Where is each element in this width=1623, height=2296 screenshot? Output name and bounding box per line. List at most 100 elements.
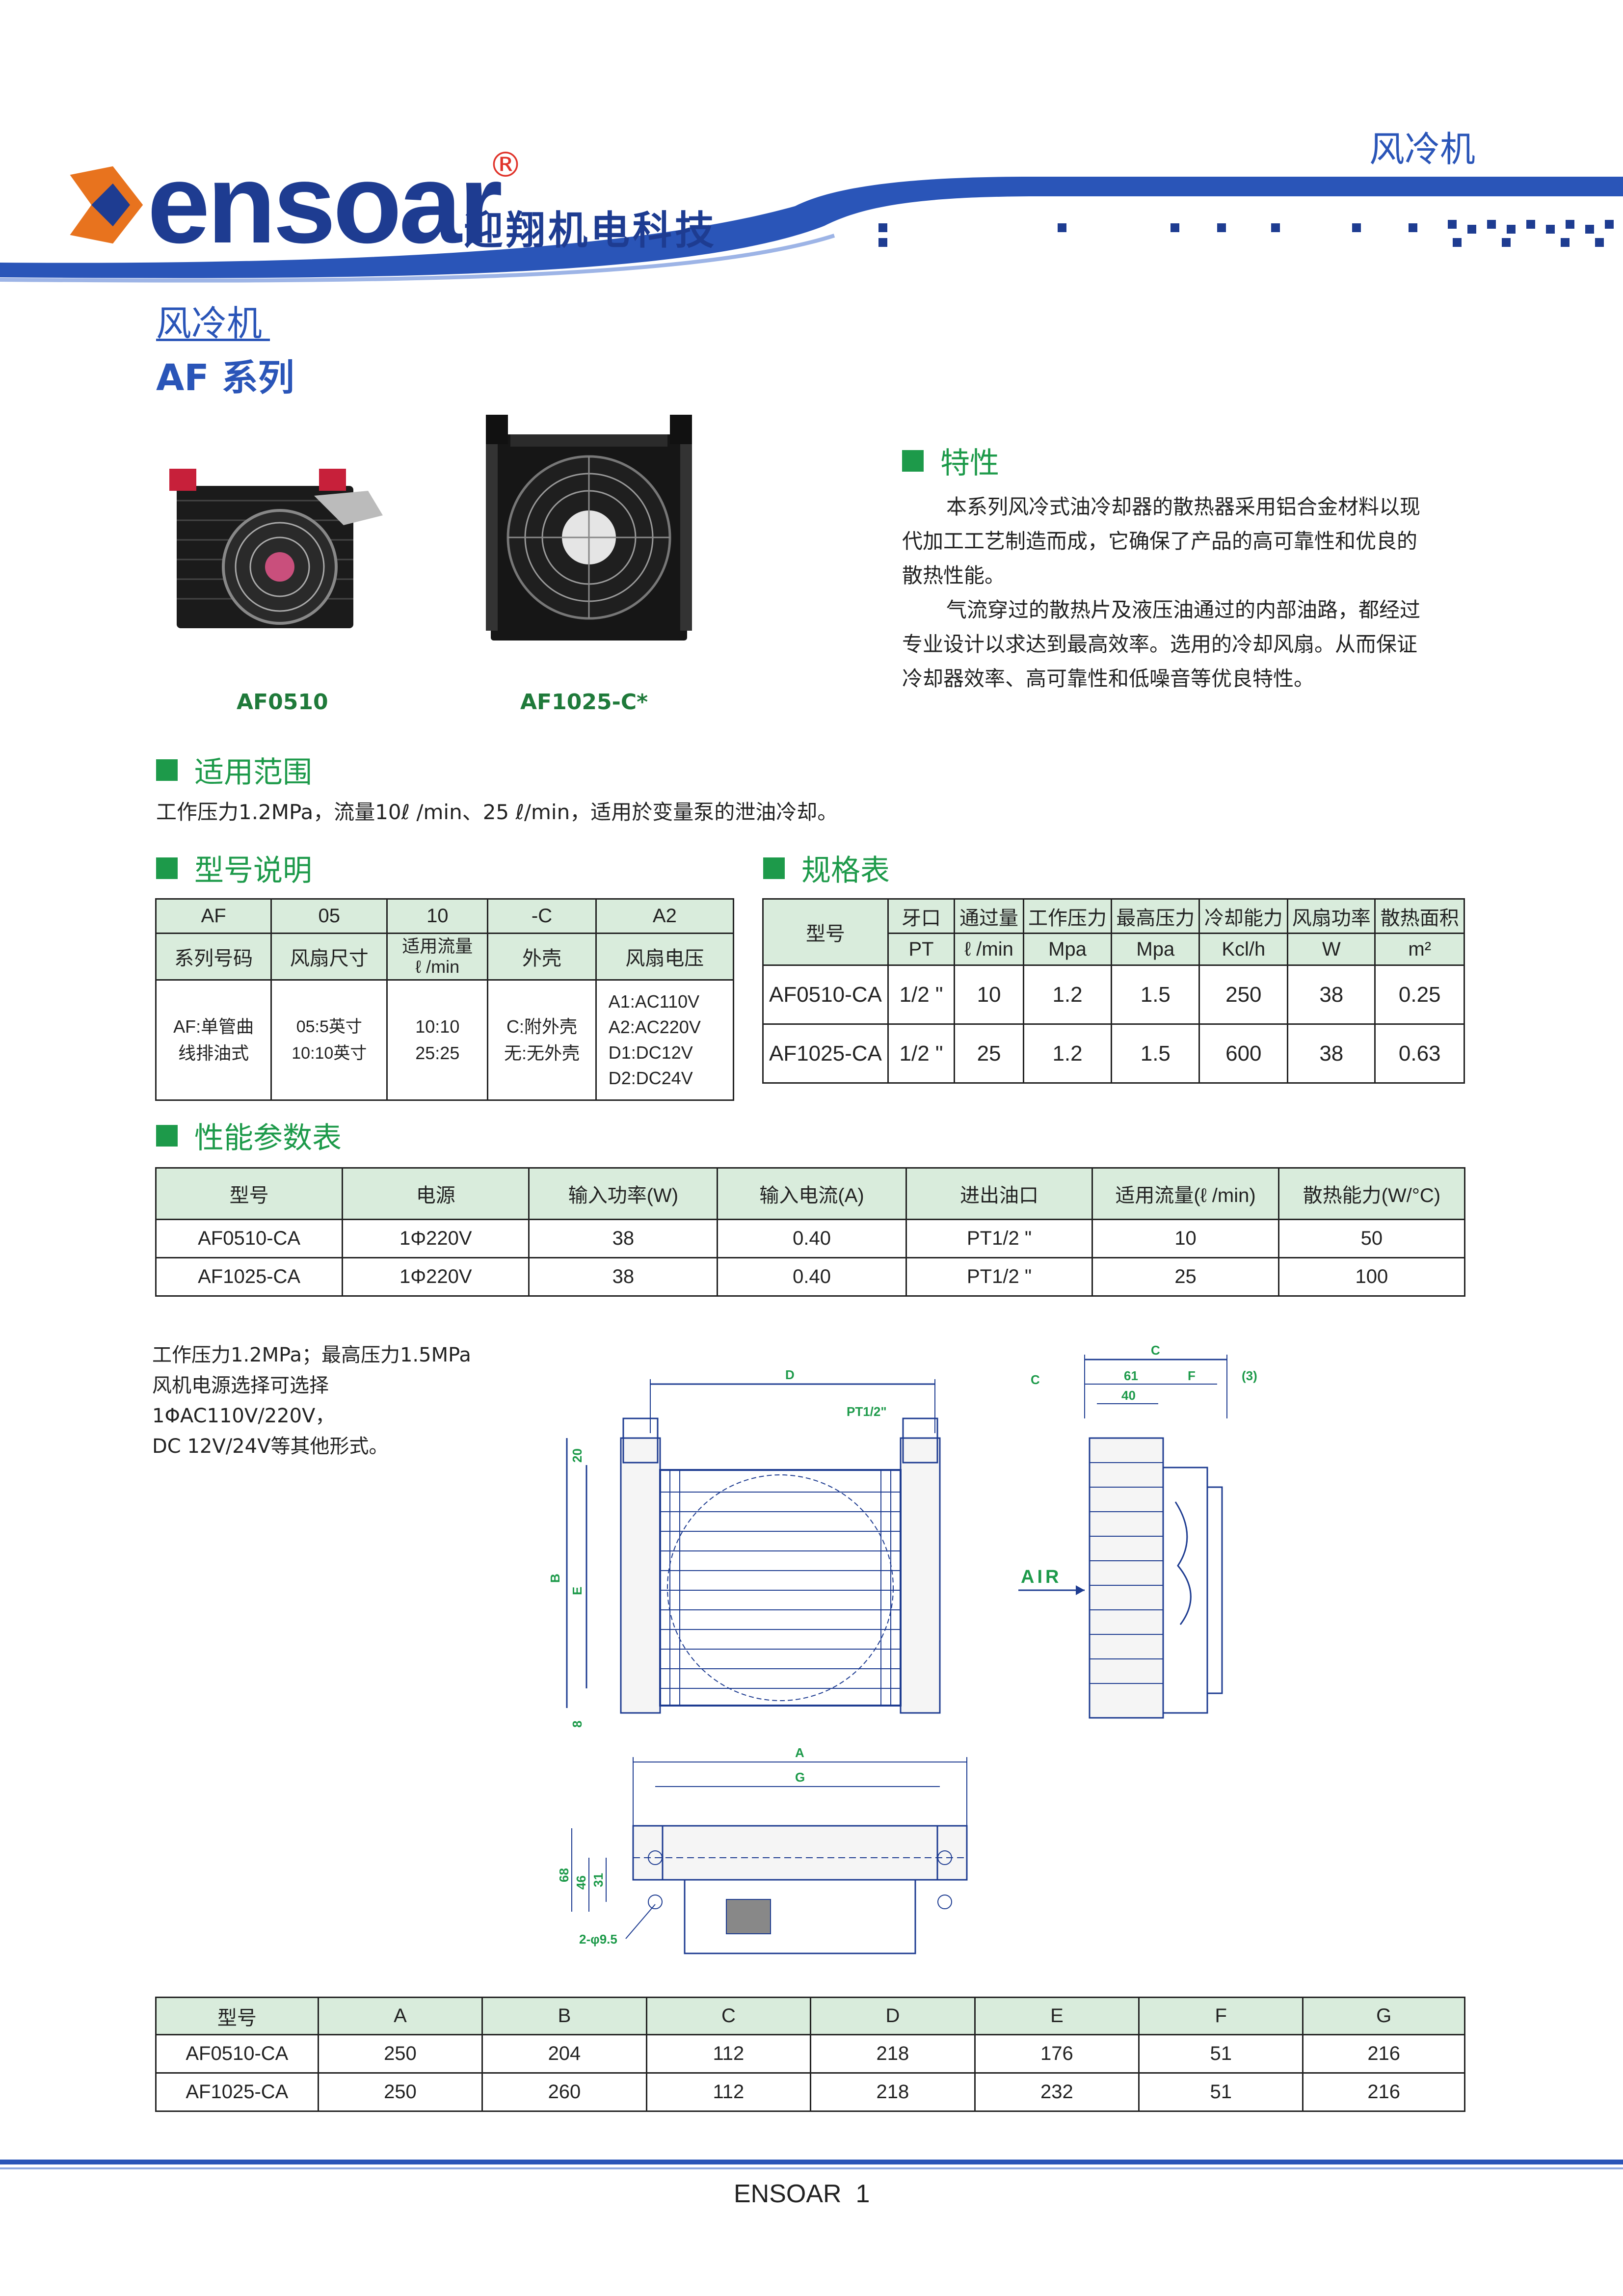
table-cell: 1.5 [1111,1023,1200,1084]
table-cell: 0.63 [1374,1023,1465,1084]
table-cell: AF1025-CA [155,1257,344,1297]
table-cell: 1/2 " [887,1023,956,1084]
table-cell: 型号 [155,1997,319,2035]
table-row: AF1025-CA 1Φ220V 38 0.40 PT1/2 " 25 100 [155,1257,1466,1297]
table-cell: AF0510-CA [155,2034,319,2074]
table-cell: 100 [1277,1257,1466,1297]
table-cell: A1:AC110V A2:AC220V D1:DC12V D2:DC24V [595,979,735,1101]
dim-label-8: 8 [570,1721,585,1728]
table-cell: D [810,1997,976,2035]
table-cell: 600 [1198,1023,1289,1084]
table-cell: 250 [317,2072,483,2112]
table-cell: 38 [1287,1023,1376,1084]
dim-label-b: B [548,1574,562,1583]
table-cell: 51 [1138,2072,1304,2112]
bullet-square-icon [156,857,178,879]
table-cell: 1.5 [1111,964,1200,1025]
logo-icon [70,166,143,244]
dim-label-a: A [795,1745,804,1760]
table-cell: B [481,1997,647,2035]
dim-label-pt: PT1/2" [847,1404,887,1419]
table-cell: 散热能力(W/°C) [1277,1167,1466,1220]
table-cell: 通过量 [954,898,1024,934]
table-cell: 0.25 [1374,964,1465,1025]
table-cell: 38 [528,1219,718,1258]
features-line: 散热性能。 [902,563,1006,587]
note-line: DC 12V/24V等其他形式。 [152,1435,389,1458]
table-cell: Kcl/h [1198,933,1289,966]
table-row: AF 05 10 -C A2 [155,898,735,934]
dim-label-d: D [785,1367,795,1382]
table-cell: 112 [645,2072,812,2112]
table-cell: 1/2 " [887,964,956,1025]
features-line: 代加工工艺制造而成，它确保了产品的高可靠性和优良的 [902,529,1418,553]
table-cell: A [317,1997,483,2035]
table-cell: AF1025-CA [155,2072,319,2112]
bullet-square-icon [763,857,785,879]
header-swoosh [0,177,1623,283]
table-cell: PT [887,933,956,966]
table-cell: 10 [386,898,489,934]
table-cell: 输入电流(A) [717,1167,907,1220]
table-cell: 0.40 [717,1219,907,1258]
table-cell: 适用流量 ℓ /min [386,933,489,981]
dim-label-3: (3) [1242,1368,1257,1383]
table-cell: C:附外壳 无:无外壳 [487,979,597,1101]
table-cell: AF1025-CA [762,1023,889,1084]
table-cell: 250 [1198,964,1289,1025]
note-line: 工作压力1.2MPa；最高压力1.5MPa [152,1344,471,1366]
spec-table: 型号 牙口 通过量 工作压力 最高压力 冷却能力 风扇功率 散热面积 PT ℓ … [762,898,1465,1084]
table-cell: 1.2 [1022,964,1113,1025]
table-cell: 05:5英寸 10:10英寸 [270,979,388,1101]
table-cell: 最高压力 [1111,898,1200,934]
dim-label-g: G [795,1770,805,1785]
product-label-af1025-c: AF1025-C* [520,690,648,715]
table-cell: Mpa [1111,933,1200,966]
table-cell: 216 [1302,2034,1465,2074]
table-cell: 51 [1138,2034,1304,2074]
table-cell: 232 [974,2072,1140,2112]
model-desc-heading: 型号说明 [156,847,312,889]
front-view-drawing: D PT1/2" B E 20 8 [548,1367,941,1728]
dim-label-c2: C [1031,1372,1040,1387]
table-cell: 216 [1302,2072,1465,2112]
dimensions-table: 型号 A B C D E F G AF0510-CA 250 204 112 2… [155,1997,1465,2112]
table-row: AF0510-CA 250 204 112 218 176 51 216 [155,2034,1465,2074]
table-cell: 型号 [155,1167,344,1220]
bullet-square-icon [902,450,924,472]
table-cell: 牙口 [887,898,956,934]
features-line: 冷却器效率、高可靠性和低噪音等优良特性。 [902,667,1315,691]
table-cell: 电源 [342,1167,530,1220]
registered-mark: ® [488,145,523,185]
table-cell: 0.40 [717,1257,907,1297]
table-cell: 风扇尺寸 [270,933,388,981]
table-cell: PT1/2 " [905,1257,1093,1297]
note-line: 风机电源选择可选择 [152,1374,329,1397]
bullet-square-icon [156,759,178,781]
table-cell: 218 [810,2034,976,2074]
scope-heading: 适用范围 [156,748,312,791]
header-category-tag: 风冷机 [1369,129,1476,170]
perf-table: 型号 电源 输入功率(W) 输入电流(A) 进出油口 适用流量(ℓ /min) … [155,1167,1466,1297]
dim-label-f: F [1188,1368,1196,1383]
dim-label-31: 31 [591,1873,606,1887]
footer-page-label: ENSOAR 1 [734,2180,870,2208]
table-cell: 1Φ220V [342,1257,530,1297]
table-cell: A2 [595,898,735,934]
side-view-drawing: C C 61 F (3) 40 AIR [1018,1343,1257,1719]
table-cell: 风扇功率 [1287,898,1376,934]
table-cell: 风扇电压 [595,933,735,981]
dim-label-46: 46 [574,1875,588,1890]
table-row: AF1025-CA 1/2 " 25 1.2 1.5 600 38 0.63 [762,1023,1465,1084]
brand-wordmark: ensoar [147,140,503,267]
footer-rule [0,2160,1623,2164]
table-cell: 进出油口 [905,1167,1093,1220]
brand-chinese-name: 迎翔机电科技 [464,208,717,253]
features-text: 本系列风冷式油冷却器的散热器采用铝合金材料以现 代加工工艺制造而成，它确保了产品… [902,490,1462,696]
dim-label-61: 61 [1124,1368,1138,1383]
product-label-af0510: AF0510 [237,690,328,715]
table-cell: F [1138,1997,1304,2035]
table-cell: 型号 [762,898,889,966]
dim-label-e: E [570,1587,585,1595]
dim-label-20: 20 [570,1448,585,1463]
